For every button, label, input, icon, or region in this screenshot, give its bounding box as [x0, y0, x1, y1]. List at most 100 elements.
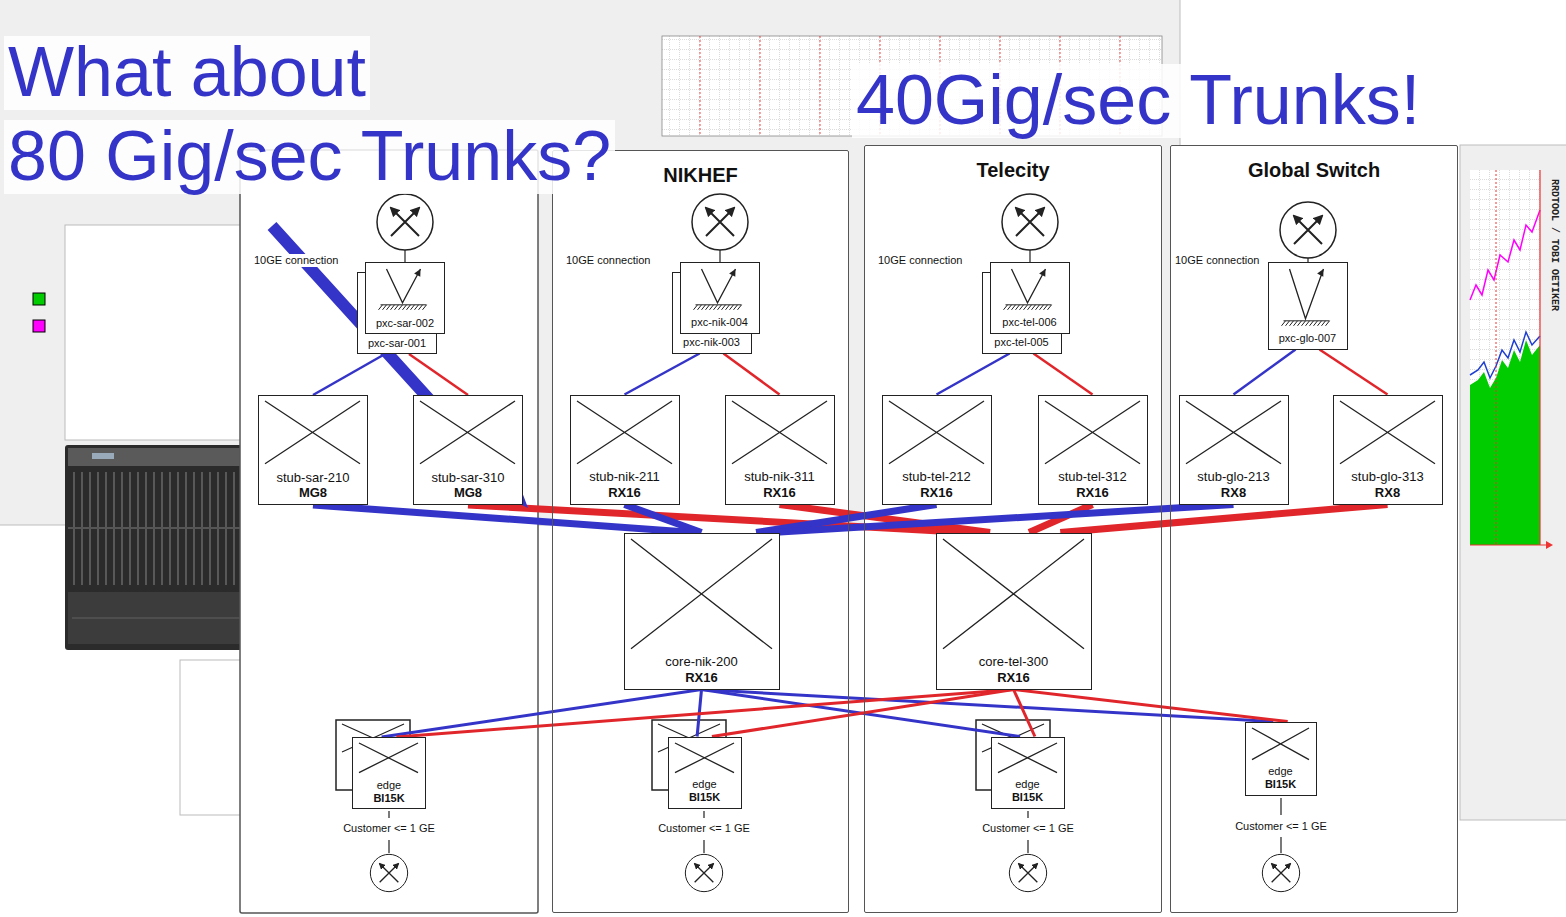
mirror-symbol	[366, 263, 443, 313]
patch-cross-connect: pxc-tel-006	[990, 262, 1070, 334]
switch-symbol	[883, 396, 990, 466]
device-model: RX16	[1076, 485, 1109, 501]
cross-lines	[420, 401, 515, 464]
trunk-link	[382, 690, 702, 738]
text-group: core-tel-300RX16	[937, 654, 1091, 685]
switch-symbol	[625, 534, 778, 651]
text-group: stub-tel-212RX16	[883, 469, 991, 500]
device-name: edge	[692, 778, 716, 791]
light-path	[1289, 269, 1323, 319]
customer-line	[389, 798, 1281, 853]
customer-router-icon	[685, 854, 722, 891]
customer-router-icon	[370, 854, 407, 891]
cross-lines	[732, 401, 827, 464]
mirror-line	[693, 304, 741, 309]
traffic-line	[1470, 210, 1540, 300]
cross-lines	[577, 401, 672, 464]
traffic-area	[1470, 340, 1540, 545]
text-group: pxc-sar-002	[366, 317, 444, 330]
device-name: stub-tel-212	[902, 469, 971, 485]
mirror-line	[1003, 304, 1051, 309]
switch-symbol	[1246, 723, 1315, 762]
slide-heading: 80 Gig/sec Trunks?	[4, 120, 615, 194]
customer-note: Customer <= 1 GE	[1233, 820, 1329, 833]
mirror-symbol	[681, 263, 758, 313]
text-group: pxc-glo-007	[1269, 332, 1347, 345]
mirror-symbol	[1269, 263, 1346, 329]
device-name: stub-glo-313	[1351, 469, 1423, 485]
device-name: pxc-nik-003	[683, 336, 740, 349]
chassis-divider	[72, 617, 240, 619]
device-model: BI15K	[373, 792, 404, 805]
text-group: stub-nik-311RX16	[726, 469, 834, 500]
stub-switch: stub-glo-213RX8	[1179, 395, 1289, 505]
legend-square	[33, 293, 45, 305]
cross-lines	[1186, 401, 1281, 464]
device-model: RX16	[608, 485, 641, 501]
link-note: 10GE connection	[564, 254, 652, 267]
cross-lines	[265, 401, 360, 464]
chassis-light	[92, 453, 114, 459]
cross-lines	[889, 401, 984, 464]
device-name: edge	[1015, 778, 1039, 791]
graph-gridline	[1496, 170, 1497, 545]
trunk-link	[1014, 690, 1035, 737]
label-holder: What about	[4, 36, 370, 110]
label-holder: 40Gig/sec Trunks!	[852, 64, 1424, 138]
trunk-link	[702, 690, 1021, 737]
device-model: BI15K	[689, 791, 720, 804]
device-name: stub-glo-213	[1197, 469, 1269, 485]
light-arrowhead	[1317, 269, 1323, 277]
switch-symbol	[669, 738, 740, 775]
switch-symbol	[726, 396, 833, 466]
label-holder: 10GE connection	[252, 254, 340, 267]
site-name: Global Switch	[1248, 158, 1380, 182]
device-model: BI15K	[1265, 778, 1296, 791]
legend-square	[33, 320, 45, 332]
router-icon	[377, 194, 433, 250]
chassis-band	[68, 592, 242, 644]
stub-switch: stub-sar-310MG8	[413, 395, 523, 505]
device-name: edge	[377, 779, 401, 792]
graph-grid	[1470, 170, 1540, 545]
patch-cross-connect: pxc-nik-004	[680, 262, 760, 334]
cross-lines	[1045, 401, 1140, 464]
device-name: stub-nik-311	[744, 469, 815, 485]
stub-switch: stub-tel-312RX16	[1038, 395, 1148, 505]
text-group: edgeBI15K	[669, 778, 741, 804]
trunk-link	[724, 354, 780, 395]
text-group: stub-tel-312RX16	[1039, 469, 1147, 500]
text-group: pxc-nik-004	[681, 316, 759, 329]
stub-switch: stub-sar-210MG8	[258, 395, 368, 505]
device-name: stub-tel-312	[1058, 469, 1127, 485]
device-model: RX8	[1375, 485, 1400, 501]
label-holder: Customer <= 1 GE	[980, 822, 1076, 835]
trunk-link	[625, 505, 702, 533]
device-model: RX16	[920, 485, 953, 501]
label-holder: Customer <= 1 GE	[1233, 820, 1329, 833]
light-arrowhead	[414, 269, 420, 277]
text-group: edgeBI15K	[992, 778, 1064, 804]
router-icon	[1002, 194, 1058, 250]
trunk-link	[937, 354, 1010, 395]
customer-note: Customer <= 1 GE	[656, 822, 752, 835]
stub-switch: stub-glo-313RX8	[1333, 395, 1443, 505]
text-group: Telecity	[865, 158, 1161, 182]
slide-heading: What about	[4, 36, 370, 110]
patch-cross-connect: pxc-glo-007	[1268, 262, 1348, 350]
device-model: RX16	[763, 485, 796, 501]
router-chassis	[65, 445, 245, 650]
mirror-symbol	[991, 263, 1068, 313]
site-name: NIKHEF	[663, 163, 737, 187]
device-name: edge	[1268, 765, 1292, 778]
label-holder: 10GE connection	[564, 254, 652, 267]
text-group: stub-nik-211RX16	[571, 469, 679, 500]
link-note: 10GE connection	[1173, 254, 1261, 267]
text-group: edgeBI15K	[353, 779, 425, 805]
label-holder: 10GE connection	[1173, 254, 1261, 267]
traffic-line	[1470, 332, 1540, 378]
customer-router-icon	[1009, 854, 1046, 891]
router-icon	[1280, 202, 1336, 258]
cross-lines	[631, 539, 772, 649]
trunk-link	[625, 354, 700, 395]
